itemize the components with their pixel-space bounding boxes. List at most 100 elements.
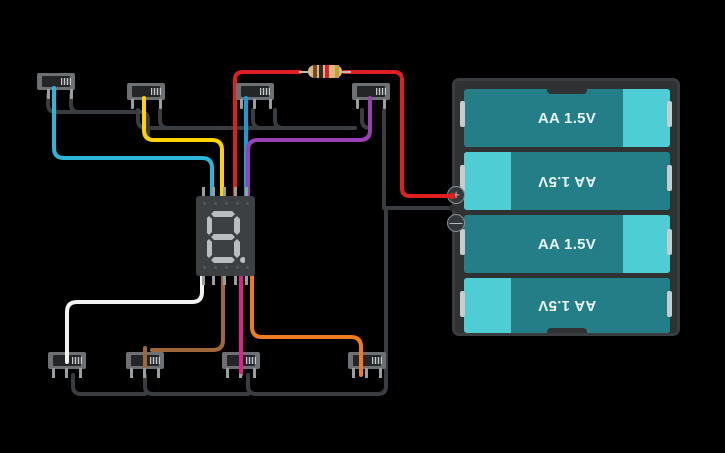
pushbutton-leg	[352, 368, 355, 378]
display-pin	[223, 276, 226, 285]
wire-black-top-bus-7	[251, 108, 263, 130]
pushbutton-leg	[143, 99, 146, 109]
segment-b	[234, 216, 240, 235]
wire-brown	[150, 274, 225, 352]
battery-cell: AA 1.5V	[464, 278, 670, 333]
battery-cell-label: AA 1.5V	[537, 297, 597, 314]
pushbutton-grip	[246, 357, 256, 364]
pushbutton-leg	[226, 368, 229, 378]
pushbutton-leg	[253, 99, 256, 109]
pushbutton-leg	[65, 368, 68, 378]
battery-negative-terminal[interactable]: —	[447, 214, 465, 232]
wire-cyan-left	[52, 93, 214, 198]
display-pin	[245, 276, 248, 285]
display-pin	[202, 276, 205, 285]
pushbutton-btn-4[interactable]	[352, 83, 390, 109]
pushbutton-btn-2[interactable]	[127, 83, 165, 109]
battery-contact-nub	[667, 101, 672, 127]
battery-cell-cap	[622, 215, 670, 273]
wire-black-bottom-bus-2	[143, 373, 155, 396]
battery-cell-cap	[464, 278, 512, 333]
display-glyph	[207, 211, 245, 263]
segment-decimal-point	[240, 257, 245, 263]
pushbutton-leg	[365, 368, 368, 378]
pushbutton-leg	[269, 99, 272, 109]
pushbutton-leg	[47, 89, 50, 99]
pushbutton-leg	[52, 368, 55, 378]
battery-pack[interactable]: AA 1.5V AA 1.5V AA 1.5V AA 1.5V	[452, 78, 680, 336]
resistor-lead-right	[341, 70, 351, 73]
pushbutton-grip	[150, 357, 160, 364]
wire-black-bottom-bus-6	[376, 373, 388, 396]
resistor-band-2	[319, 65, 323, 78]
pushbutton-face	[42, 76, 70, 87]
battery-cell-notch	[547, 89, 587, 94]
resistor-band-1	[313, 65, 317, 78]
battery-cell: AA 1.5V	[464, 89, 670, 147]
seven-segment-display[interactable]	[196, 187, 255, 285]
pushbutton-leg	[383, 99, 386, 109]
wire-black-bottom-bus-1	[71, 373, 147, 396]
pushbutton-leg	[70, 89, 73, 99]
pushbutton-leg	[53, 89, 56, 99]
pushbutton-btn-1[interactable]	[37, 73, 75, 99]
display-pin	[212, 276, 215, 285]
display-pin	[212, 187, 215, 196]
battery-contact-nub	[460, 229, 465, 255]
segment-d	[211, 257, 235, 263]
pushbutton-leg	[130, 368, 133, 378]
display-pin	[245, 187, 248, 196]
battery-cell-notch	[547, 328, 587, 333]
resistor-band-4	[335, 65, 339, 78]
pushbutton-leg	[379, 368, 382, 378]
pushbutton-leg	[143, 368, 146, 378]
segment-f	[207, 216, 212, 235]
wire-red-battery-to-resistor	[342, 70, 450, 198]
battery-positive-terminal[interactable]: +	[447, 186, 465, 204]
battery-cell-cap	[622, 89, 670, 147]
pushbutton-face	[353, 355, 381, 366]
positive-terminal-symbol: +	[452, 187, 460, 202]
pushbutton-btn-3[interactable]	[236, 83, 274, 109]
wire-white	[65, 274, 204, 354]
battery-cell: AA 1.5V	[464, 215, 670, 273]
pushbutton-grip	[376, 88, 386, 95]
pushbutton-leg	[131, 99, 134, 109]
battery-contact-nub	[667, 165, 672, 191]
pushbutton-leg	[253, 368, 256, 378]
pushbutton-grip	[61, 78, 71, 85]
wire-red-resistor-to-switch	[233, 70, 302, 198]
battery-contact-nub	[460, 291, 465, 317]
battery-contact-nub	[460, 101, 465, 127]
segment-e	[207, 239, 212, 258]
segment-c	[234, 239, 240, 258]
segment-g	[211, 234, 235, 240]
display-dot-row-bottom	[196, 266, 255, 270]
display-pin	[202, 187, 205, 196]
pushbutton-btn-8[interactable]	[348, 352, 386, 378]
display-dot-row-top	[196, 202, 255, 206]
battery-contact-nub	[460, 165, 465, 191]
pushbutton-grip	[72, 357, 82, 364]
pushbutton-leg	[79, 368, 82, 378]
wire-yellow	[142, 93, 224, 198]
pushbutton-leg	[157, 368, 160, 378]
wire-black-top-bus-2	[69, 93, 97, 114]
pushbutton-btn-5[interactable]	[48, 352, 86, 378]
pushbutton-btn-6[interactable]	[126, 352, 164, 378]
battery-cell-label: AA 1.5V	[537, 235, 597, 253]
resistor-lead-left	[299, 70, 309, 73]
resistor[interactable]	[299, 65, 351, 78]
segment-a	[211, 211, 235, 217]
pushbutton-leg	[240, 99, 243, 109]
wire-purple	[246, 93, 372, 198]
display-pin	[234, 276, 237, 285]
display-pin	[234, 187, 237, 196]
battery-contact-nub	[667, 229, 672, 255]
pushbutton-btn-7[interactable]	[222, 352, 260, 378]
negative-terminal-symbol: —	[449, 215, 463, 230]
pushbutton-leg	[159, 99, 162, 109]
pushbutton-face	[357, 86, 385, 97]
